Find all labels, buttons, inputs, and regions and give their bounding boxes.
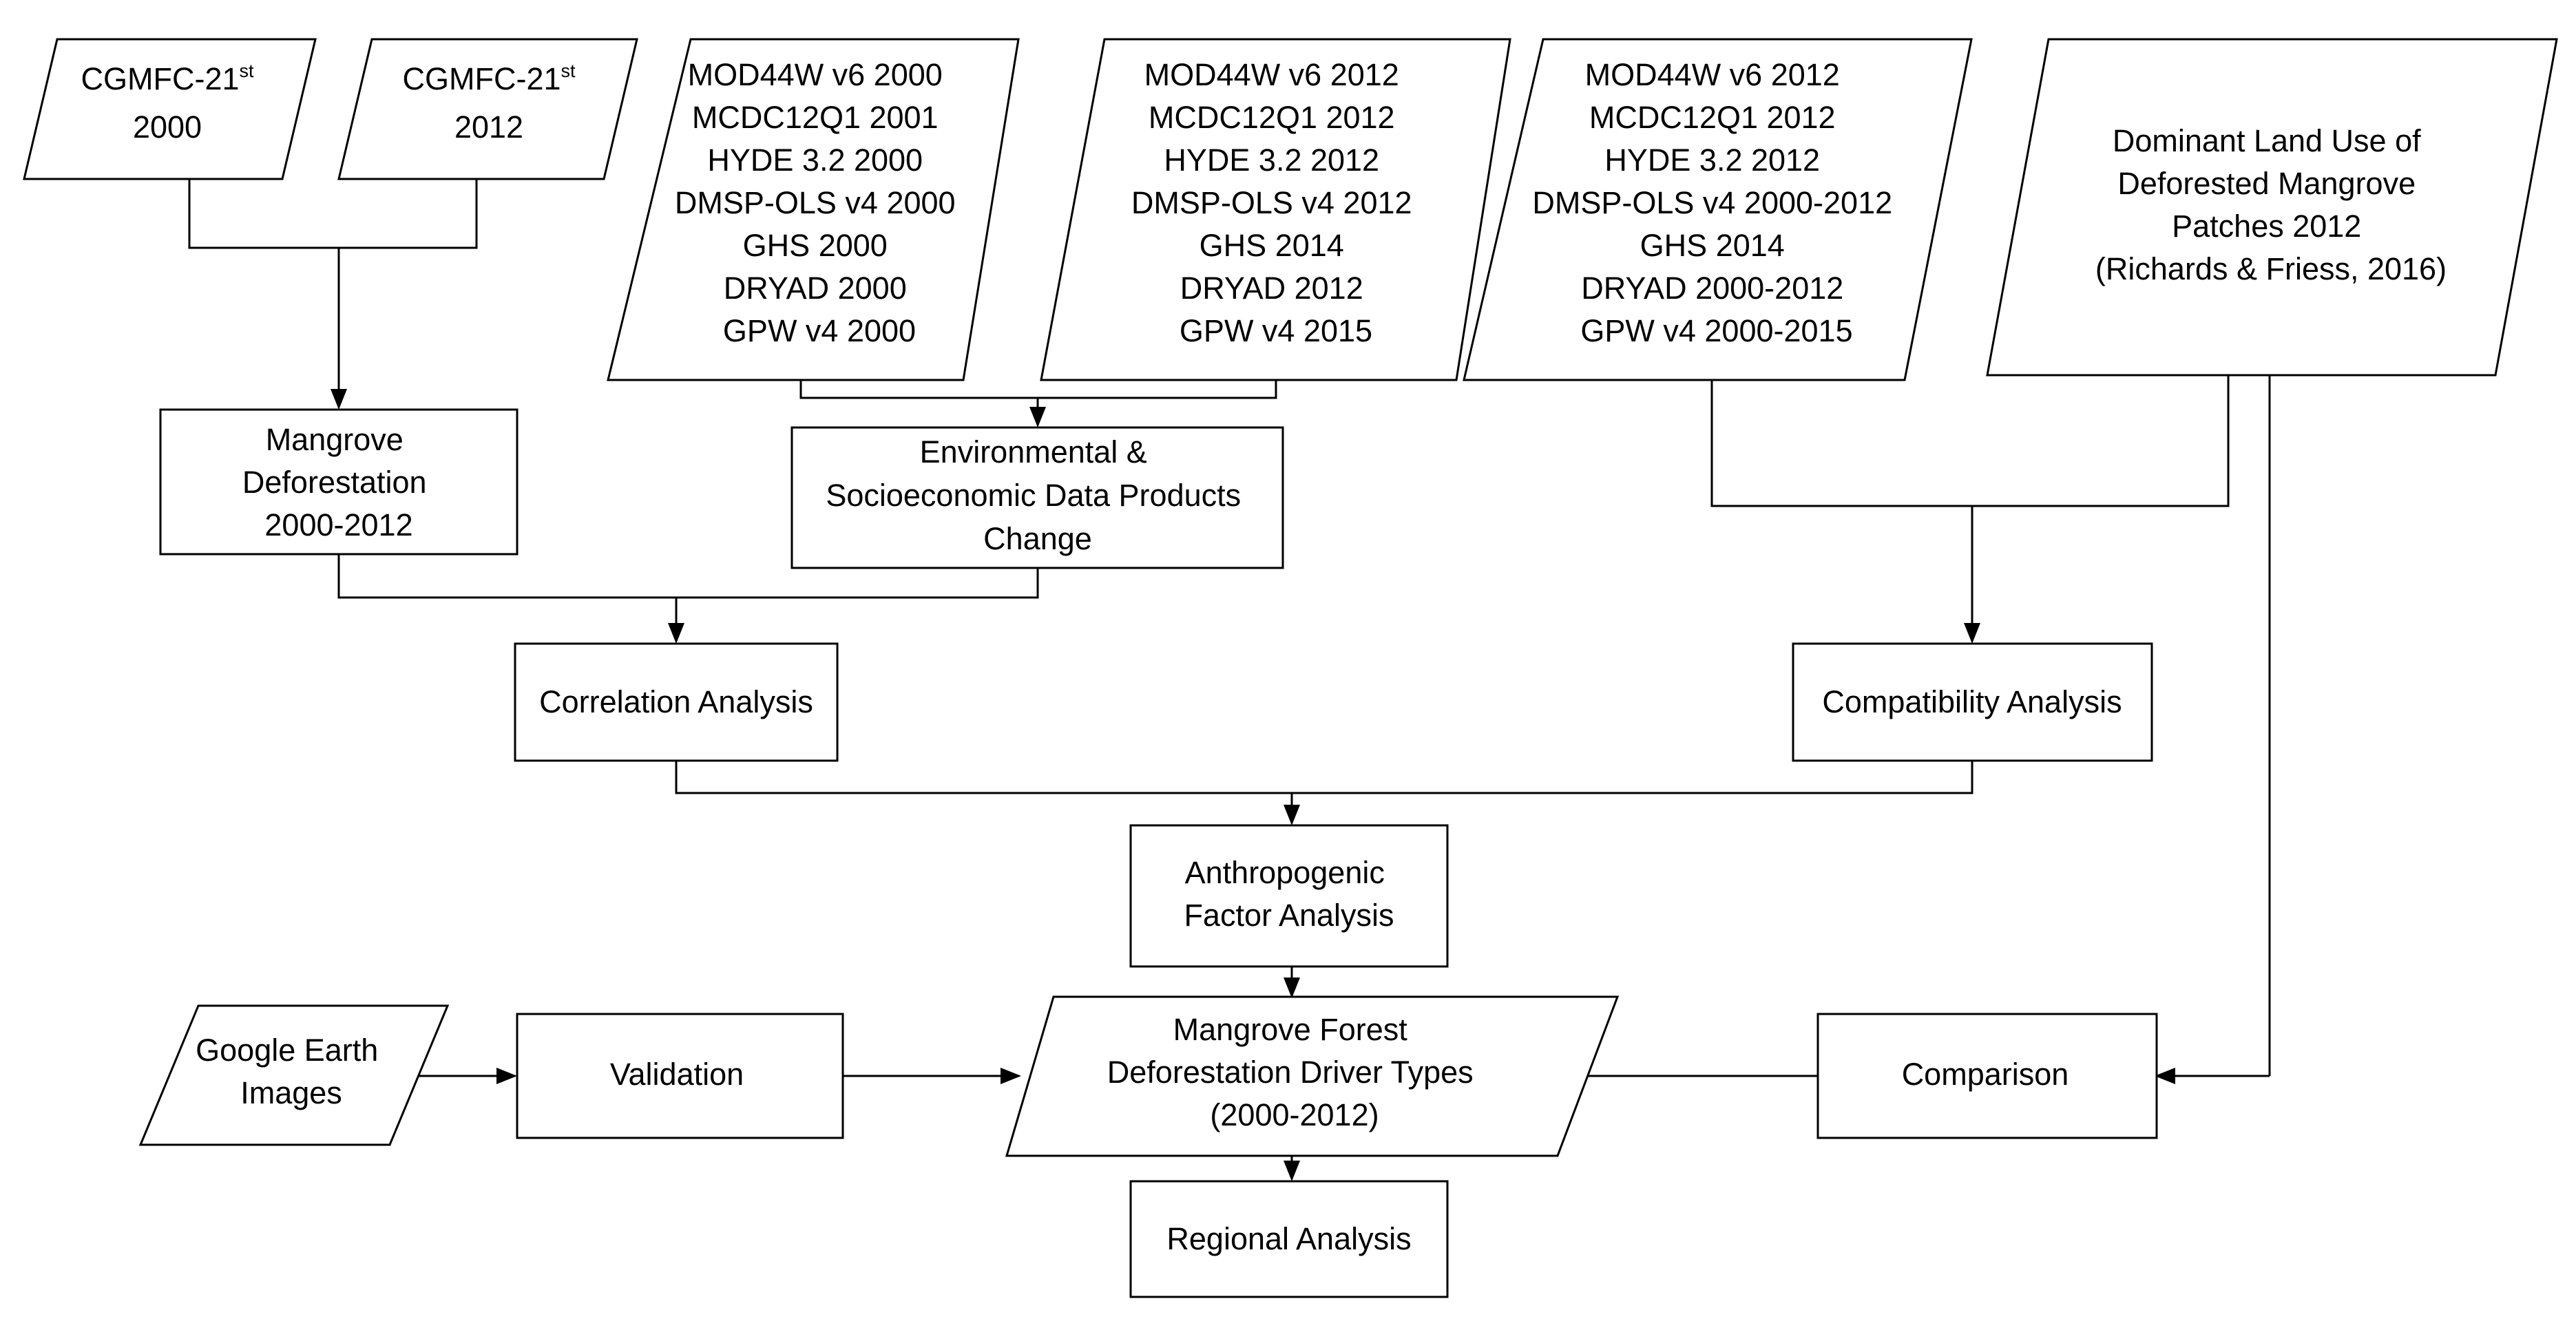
products-2000-item: MOD44W v6 2000 xyxy=(688,57,943,92)
products-change-item: HYDE 3.2 2012 xyxy=(1604,142,1820,178)
products-2012-list: MOD44W v6 2012 MCDC12Q1 2012 HYDE 3.2 20… xyxy=(1131,57,1421,348)
land-use-line: Deforested Mangrove xyxy=(2117,166,2416,201)
products-2012-item: GHS 2014 xyxy=(1200,228,1344,263)
connector-compatibility-merge xyxy=(1710,375,2230,507)
connector-products-merge xyxy=(799,380,1277,399)
env-change-line: Change xyxy=(983,521,1092,556)
products-change-list: MOD44W v6 2012 MCDC12Q1 2012 HYDE 3.2 20… xyxy=(1532,57,1900,348)
env-change-label: Environmental & Socioeconomic Data Produ… xyxy=(826,434,1249,556)
products-2000-item: GHS 2000 xyxy=(743,228,888,263)
connector-cgmfc-merge xyxy=(188,179,478,249)
labels: CGMFC-21st 2000 CGMFC-21st 2012 MOD44W v… xyxy=(81,57,2447,1256)
anthropogenic-shape xyxy=(1129,824,1449,968)
products-2000-list: MOD44W v6 2000 MCDC12Q1 2001 HYDE 3.2 20… xyxy=(675,57,964,348)
input-land-use-shape xyxy=(1986,38,2558,377)
cgmfc-2000-label: CGMFC-21st xyxy=(81,61,254,96)
products-2000-item: DMSP-OLS v4 2000 xyxy=(675,185,956,220)
compatibility-label: Compatibility Analysis xyxy=(1822,684,2122,719)
google-earth-line: Google Earth xyxy=(196,1033,378,1068)
anthropogenic-line: Factor Analysis xyxy=(1184,898,1394,933)
connector-correlation-merge xyxy=(337,554,1039,599)
input-products-2012-shape xyxy=(1040,38,1511,381)
env-change-line: Environmental & xyxy=(920,434,1147,469)
products-2000-item: HYDE 3.2 2000 xyxy=(707,142,923,178)
anthropogenic-line: Anthropogenic xyxy=(1185,855,1385,890)
products-change-item: DRYAD 2000-2012 xyxy=(1581,271,1843,306)
products-2012-item: MOD44W v6 2012 xyxy=(1144,57,1399,92)
products-2012-item: MCDC12Q1 2012 xyxy=(1149,100,1395,135)
google-earth-line: Images xyxy=(240,1075,342,1110)
input-cgmfc-2012-shape xyxy=(337,38,638,180)
driver-types-line: (2000-2012) xyxy=(1210,1097,1379,1132)
input-google-earth-shape xyxy=(138,1004,450,1146)
land-use-line: Patches 2012 xyxy=(2172,209,2361,244)
correlation-shape xyxy=(514,642,839,762)
validation-label: Validation xyxy=(610,1057,744,1092)
driver-types-label: Mangrove Forest Deforestation Driver Typ… xyxy=(1107,1012,1482,1132)
shapes xyxy=(23,38,2558,1298)
mangrove-deforestation-line: 2000-2012 xyxy=(264,507,412,542)
mangrove-deforestation-line: Deforestation xyxy=(242,465,427,500)
products-2012-item: GPW v4 2015 xyxy=(1180,313,1372,348)
cgmfc-2012-year: 2012 xyxy=(454,109,523,145)
driver-types-shape xyxy=(1005,995,1620,1157)
anthropogenic-label: Anthropogenic Factor Analysis xyxy=(1184,855,1394,933)
products-2000-item: MCDC12Q1 2001 xyxy=(692,100,939,135)
cgmfc-2012-label: CGMFC-21st xyxy=(402,61,576,96)
land-use-line: Dominant Land Use of xyxy=(2113,123,2421,158)
input-products-change-shape xyxy=(1463,38,1973,381)
env-change-shape xyxy=(790,426,1284,569)
correlation-label: Correlation Analysis xyxy=(539,684,813,719)
comparison-label: Comparison xyxy=(1902,1057,2069,1092)
compatibility-shape xyxy=(1792,642,2153,762)
cgmfc-2000-year: 2000 xyxy=(133,109,202,145)
mangrove-deforestation-line: Mangrove xyxy=(266,422,404,457)
driver-types-line: Deforestation Driver Types xyxy=(1107,1055,1474,1090)
comparison-shape xyxy=(1816,1013,2158,1139)
env-change-line: Socioeconomic Data Products xyxy=(826,478,1241,513)
driver-types-line: Mangrove Forest xyxy=(1173,1012,1408,1047)
connector-anthropogenic-merge xyxy=(675,761,1973,794)
products-2000-item: DRYAD 2000 xyxy=(724,271,907,306)
regional-shape xyxy=(1129,1180,1449,1298)
products-2012-item: HYDE 3.2 2012 xyxy=(1164,142,1379,178)
land-use-line: (Richards & Friess, 2016) xyxy=(2095,251,2447,286)
mangrove-deforestation-label: Mangrove Deforestation 2000-2012 xyxy=(242,422,435,542)
regional-label: Regional Analysis xyxy=(1166,1221,1411,1256)
products-change-item: DMSP-OLS v4 2000-2012 xyxy=(1532,185,1892,220)
products-change-item: GHS 2014 xyxy=(1640,228,1785,263)
land-use-label: Dominant Land Use of Deforested Mangrove… xyxy=(2095,123,2447,286)
google-earth-label: Google Earth Images xyxy=(196,1033,387,1110)
validation-shape xyxy=(516,1013,844,1139)
input-cgmfc-2000-shape xyxy=(23,38,317,180)
products-2012-item: DMSP-OLS v4 2012 xyxy=(1131,185,1412,220)
products-change-item: MCDC12Q1 2012 xyxy=(1589,100,1836,135)
products-2012-item: DRYAD 2012 xyxy=(1180,271,1363,306)
mangrove-deforestation-shape xyxy=(159,408,519,556)
products-change-item: MOD44W v6 2012 xyxy=(1585,57,1840,92)
input-products-2000-shape xyxy=(607,38,1020,381)
products-2000-item: GPW v4 2000 xyxy=(723,313,916,348)
products-change-item: GPW v4 2000-2015 xyxy=(1580,313,1852,348)
